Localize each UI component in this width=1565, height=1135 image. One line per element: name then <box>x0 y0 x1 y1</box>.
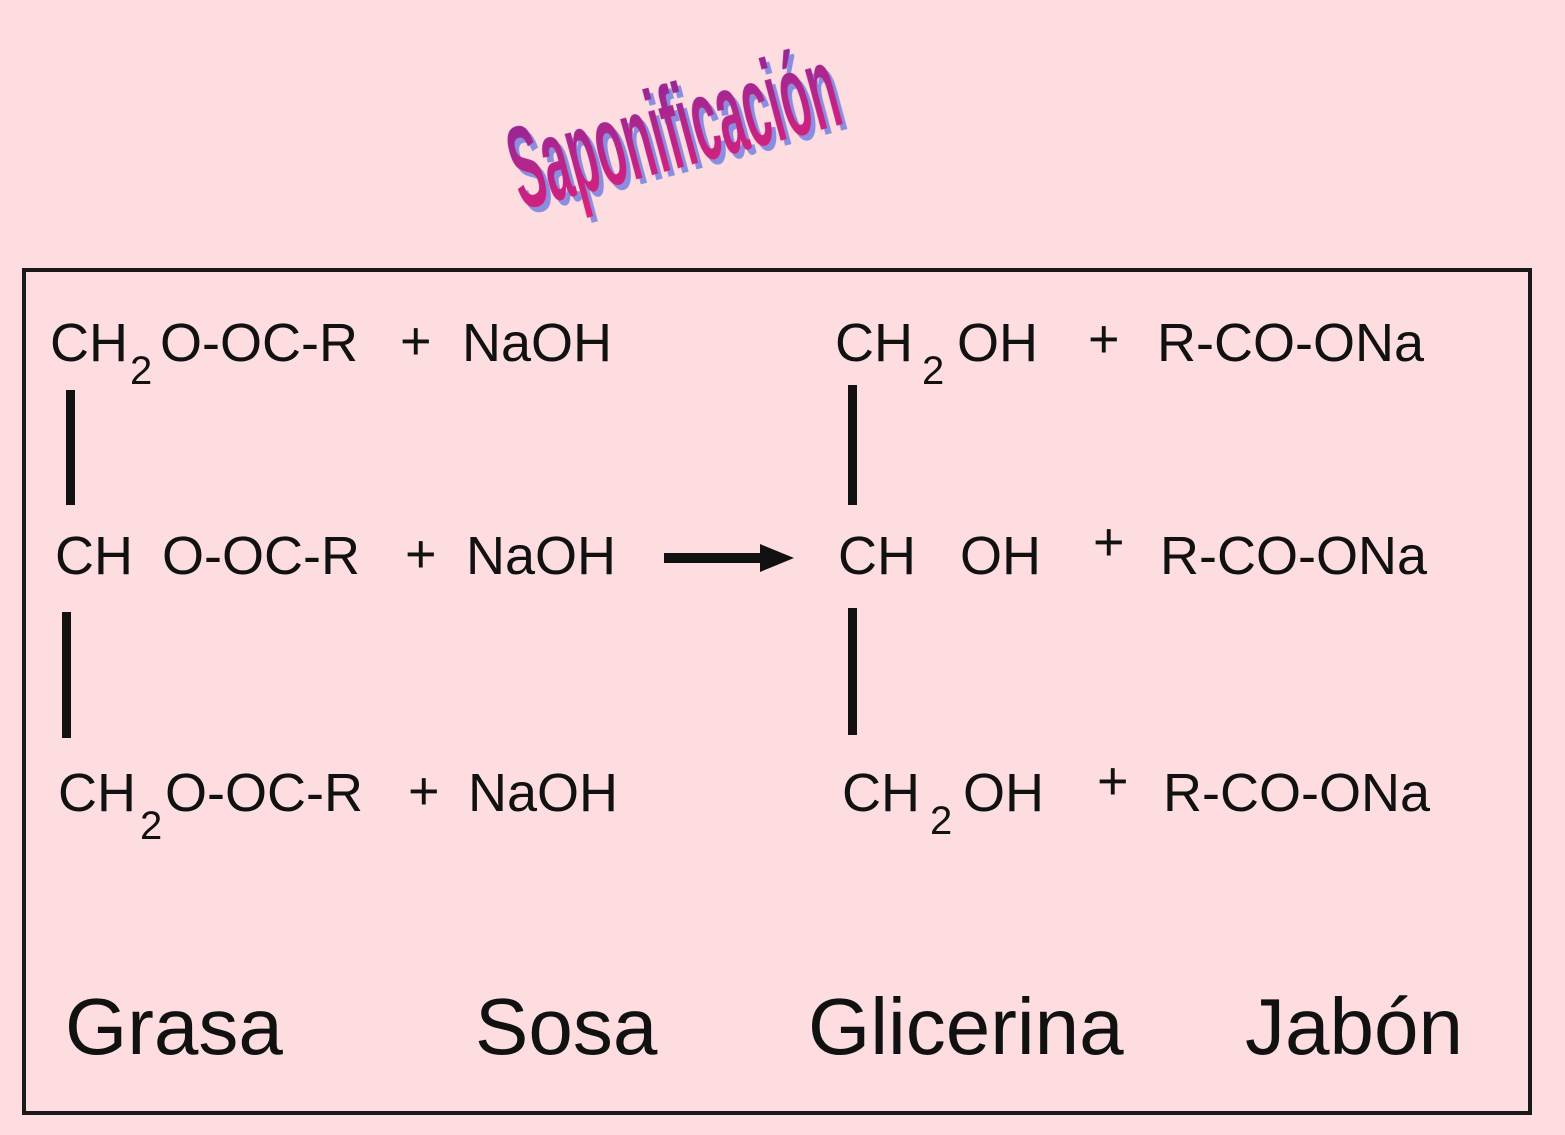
plus-sign: + <box>1088 309 1120 369</box>
ester-group: O-OC-R <box>162 526 360 586</box>
bond-line <box>66 390 75 505</box>
ester-group: O-OC-R <box>160 313 358 373</box>
bond-line <box>848 608 857 735</box>
subscript: 2 <box>130 349 153 393</box>
label-fat: Grasa <box>65 982 283 1071</box>
naoh: NaOH <box>468 763 619 823</box>
plus-sign: + <box>1093 512 1125 572</box>
oh-group: OH <box>960 526 1041 586</box>
ch-group: CH <box>50 313 128 373</box>
ch-group: CH <box>835 313 913 373</box>
ch-group: CH <box>55 526 133 586</box>
plus-sign: + <box>405 524 437 584</box>
label-soda: Sosa <box>475 982 658 1071</box>
ester-group: O-OC-R <box>165 763 363 823</box>
plus-sign: + <box>400 311 432 371</box>
soap-formula: R-CO-ONa <box>1160 526 1427 586</box>
plus-sign: + <box>408 761 440 821</box>
ch-group: CH <box>842 763 920 823</box>
subscript: 2 <box>140 804 163 848</box>
bond-line <box>848 385 857 505</box>
subscript: 2 <box>922 349 945 393</box>
title-text: Saponificación <box>500 22 852 236</box>
naoh: NaOH <box>462 313 613 373</box>
right-arrow-icon <box>664 544 794 572</box>
soap-formula: R-CO-ONa <box>1157 313 1424 373</box>
soap-formula: R-CO-ONa <box>1163 763 1430 823</box>
bond-line <box>62 612 71 738</box>
naoh: NaOH <box>466 526 617 586</box>
plus-sign: + <box>1097 751 1129 811</box>
label-soap: Jabón <box>1245 982 1463 1071</box>
subscript: 2 <box>930 799 953 843</box>
ch-group: CH <box>58 763 136 823</box>
reaction-box <box>22 268 1532 1115</box>
wordart-title: Saponificación <box>500 22 852 236</box>
oh-group: OH <box>957 313 1038 373</box>
label-glycerin: Glicerina <box>808 982 1124 1071</box>
ch-group: CH <box>838 526 916 586</box>
oh-group: OH <box>963 763 1044 823</box>
